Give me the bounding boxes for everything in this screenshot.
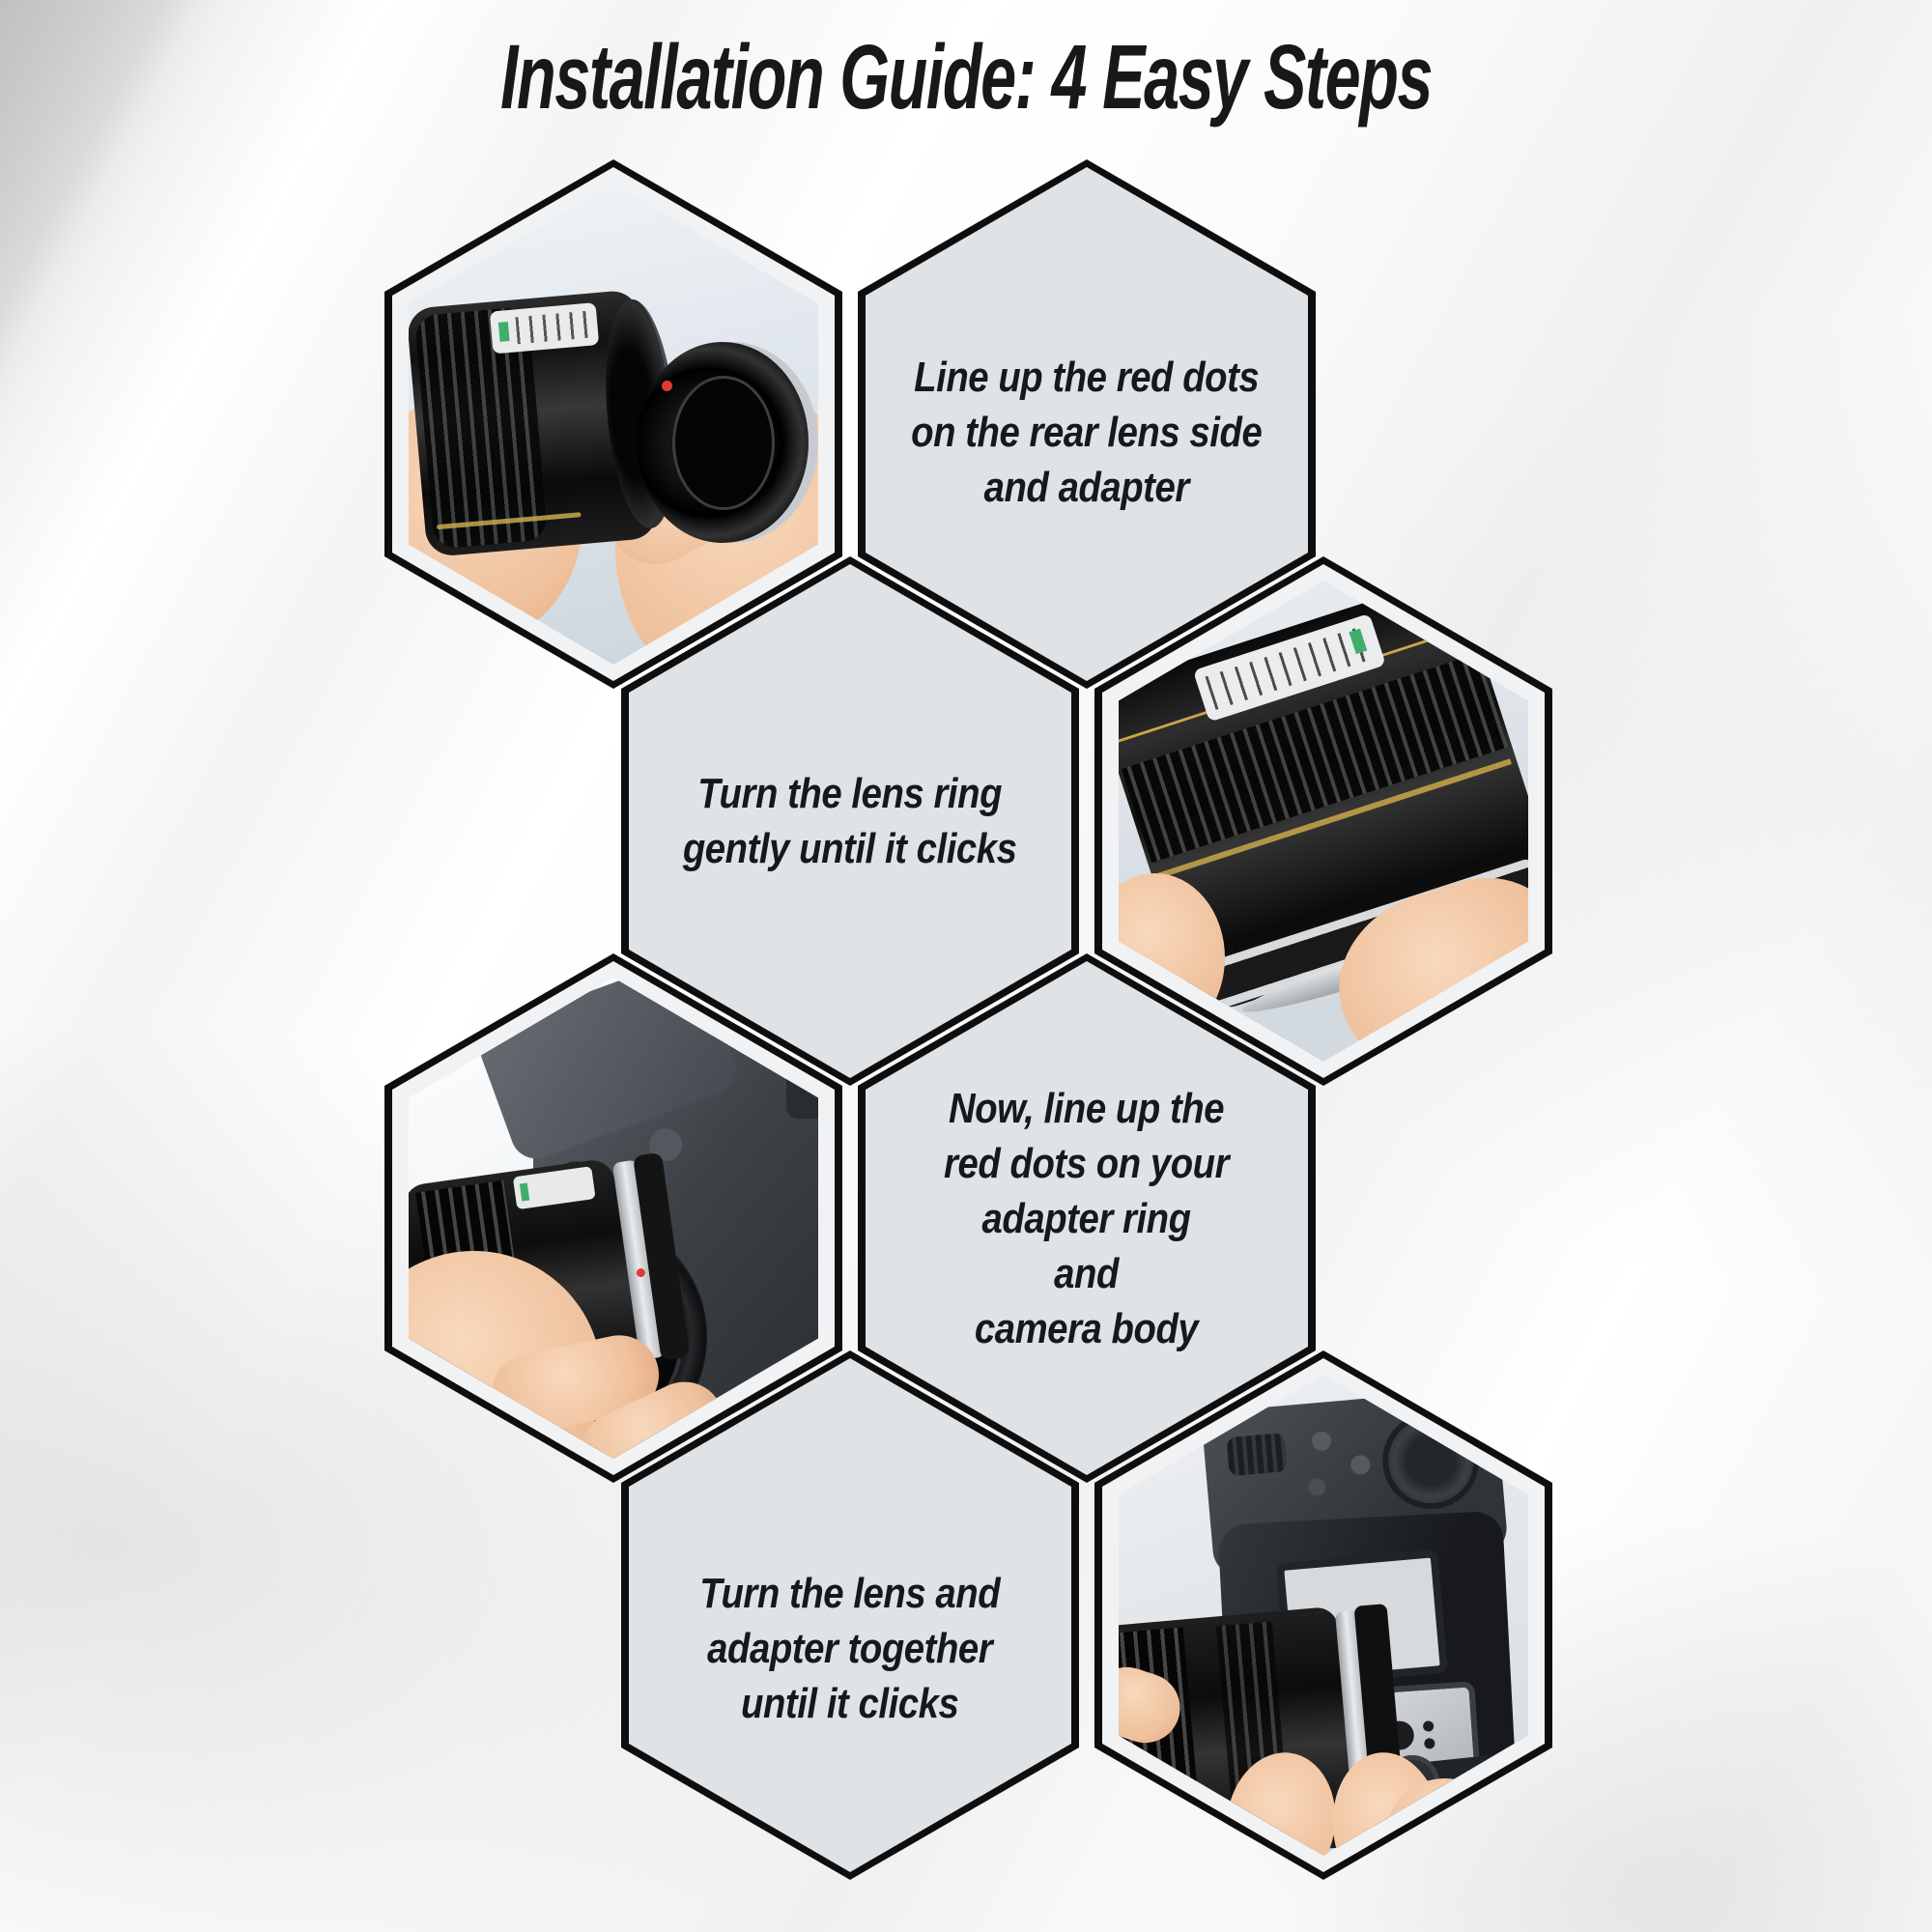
lens-with-adapter: [1119, 581, 1528, 1047]
hot-shoe-contact: [1422, 1720, 1435, 1732]
step-2-photo-hexagon: [1094, 556, 1552, 1086]
instruction-line: adapter together: [707, 1624, 993, 1672]
camera-button: [1350, 1454, 1372, 1476]
instruction-line: Turn the lens and: [699, 1569, 1001, 1617]
adapter-opening: [672, 376, 776, 511]
step-2-instruction: Turn the lens ring gently until it click…: [683, 766, 1017, 876]
instruction-line: and: [1054, 1249, 1120, 1297]
instruction-line: gently until it clicks: [683, 825, 1017, 872]
control-wheel: [1226, 1433, 1288, 1477]
step-3-photo-lens-to-camera: [409, 978, 818, 1459]
step-2-photo-lens-with-adapter: [1119, 581, 1528, 1062]
adapter-ring: [637, 342, 818, 543]
distance-mark: [497, 322, 510, 342]
hot-shoe-contact: [1424, 1738, 1435, 1749]
instruction-line: red dots on your: [944, 1139, 1230, 1187]
step-4-photo-camera-with-lens: [1119, 1375, 1528, 1856]
photo-frame: [392, 961, 835, 1475]
camera-button: [1307, 1477, 1326, 1497]
step-1-photo-lens-and-adapter: [409, 184, 818, 665]
instruction-line: until it clicks: [741, 1679, 959, 1727]
photo-frame: [392, 167, 835, 681]
instruction-line: on the rear lens side: [911, 408, 1263, 456]
instruction-line: Turn the lens ring: [697, 770, 1003, 817]
distance-mark: [519, 1182, 530, 1202]
instruction-line: and adapter: [983, 463, 1190, 511]
viewfinder-eyepiece: [786, 1065, 818, 1119]
distance-scale-ticks: [515, 310, 593, 345]
step-3-photo-hexagon: [384, 953, 842, 1483]
step-4-text-hexagon: Turn the lens and adapter together until…: [621, 1350, 1079, 1880]
step-4-instruction: Turn the lens and adapter together until…: [700, 1566, 1001, 1731]
step-1-instruction: Line up the red dots on the rear lens si…: [911, 350, 1263, 515]
step-3-text-hexagon: Now, line up the red dots on your adapte…: [858, 953, 1316, 1483]
instruction-line: Now, line up the: [949, 1084, 1225, 1132]
instruction-line: Line up the red dots: [914, 353, 1260, 401]
red-alignment-dot: [662, 381, 672, 391]
instruction-line: adapter ring: [981, 1194, 1192, 1242]
step-1-photo-hexagon: [384, 159, 842, 689]
step-3-instruction: Now, line up the red dots on your adapte…: [944, 1081, 1229, 1356]
page-title: Installation Guide: 4 Easy Steps: [499, 26, 1433, 128]
instruction-line: camera body: [975, 1304, 1199, 1352]
camera-button: [1311, 1430, 1332, 1452]
